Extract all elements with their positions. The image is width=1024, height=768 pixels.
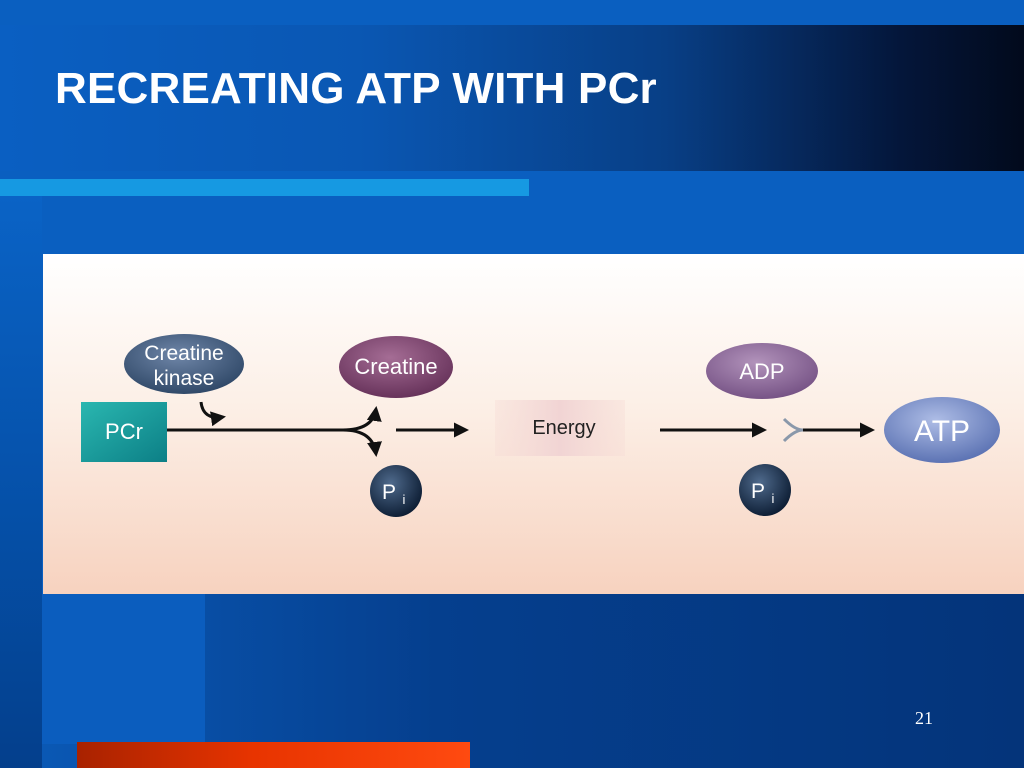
atp-label: ATP — [914, 415, 970, 448]
split-arrow-down — [342, 428, 382, 457]
pcr-label: PCr — [105, 419, 143, 444]
reaction-diagram: PCr Creatine kinase Creatine P i — [81, 334, 1000, 517]
pcr-box: PCr — [81, 402, 167, 462]
background-bottom — [42, 594, 1024, 768]
creatine-kinase-oval: Creatine kinase — [124, 334, 244, 394]
creatine-label: Creatine — [354, 354, 437, 379]
energy-box: Energy — [495, 400, 625, 456]
accent-bar — [0, 179, 529, 196]
adp-label: ADP — [739, 359, 784, 384]
diagram-panel: PCr Creatine kinase Creatine P i — [43, 254, 1024, 594]
adp-oval: ADP — [706, 343, 818, 399]
background-left-strip — [0, 195, 42, 768]
pi-left-label: P — [382, 481, 396, 504]
pi-left-subscript: i — [403, 492, 406, 507]
pi-right-subscript: i — [772, 491, 775, 506]
atp-oval: ATP — [884, 397, 1000, 463]
enzyme-label-line2: kinase — [154, 367, 215, 390]
background-bottom-block — [42, 594, 205, 744]
slide-number: 21 — [915, 708, 933, 728]
title-bar — [0, 25, 1024, 171]
enzyme-label-line1: Creatine — [144, 342, 223, 365]
enzyme-curved-arrow — [199, 401, 226, 427]
merge-junction — [782, 417, 804, 443]
footer-bar — [77, 742, 470, 768]
creatine-oval: Creatine — [339, 336, 453, 398]
pi-sphere-right: P i — [739, 464, 791, 516]
pi-sphere-left: P i — [370, 465, 422, 517]
energy-label: Energy — [532, 417, 595, 439]
split-arrow-up — [342, 406, 382, 432]
pi-right-label: P — [751, 480, 765, 503]
slide-title: RECREATING ATP WITH PCr — [55, 64, 657, 113]
